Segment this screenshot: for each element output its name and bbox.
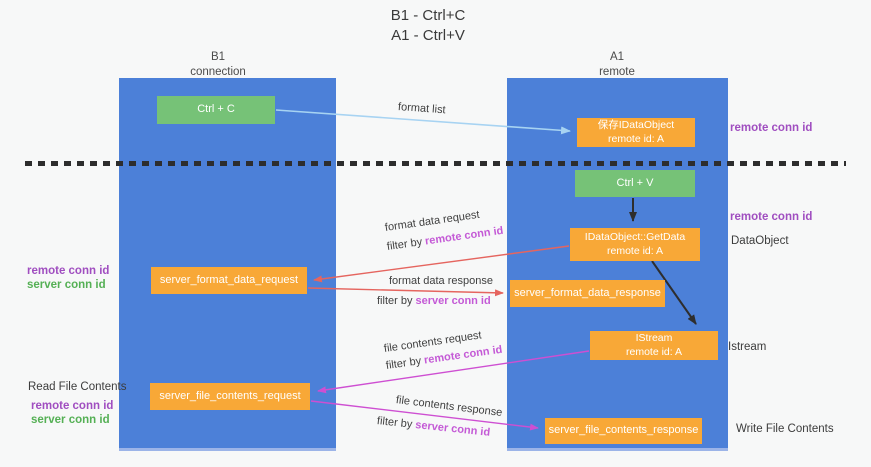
getdata-line2: remote id: A (606, 244, 664, 257)
format-data-response-arrow (307, 287, 504, 297)
server-format-data-request-label: server_format_data_request (159, 273, 299, 286)
ctrl-c-label: Ctrl + C (197, 103, 235, 116)
remote-conn-id-label-paste: remote conn id (730, 211, 813, 223)
server-format-data-response-box: server_format_data_response (510, 280, 665, 307)
remote-conn-id-label-format: remote conn id (27, 265, 110, 277)
server-file-contents-response-box: server_file_contents_response (545, 418, 702, 444)
filter-by-server-conn-id-format: filter by server conn id (377, 295, 491, 307)
remote-conn-id-highlight: remote conn id (424, 224, 505, 248)
filter-by-text: filter by (385, 354, 425, 372)
lifeline-header-a1: A1 remote (517, 50, 717, 80)
write-file-contents-label: Write File Contents (736, 423, 834, 435)
format-data-response-label: format data response (389, 275, 493, 287)
ctrl-v-label: Ctrl + V (616, 176, 654, 189)
server-format-data-request-box: server_format_data_request (151, 267, 307, 294)
remote-conn-id-label-top: remote conn id (730, 122, 813, 134)
lifeline-a1-subtitle: remote (599, 65, 635, 78)
server-conn-id-label-file: server conn id (31, 414, 110, 426)
filter-by-text: filter by (386, 235, 426, 253)
save-dataobject-box: 保存IDataObject remote id: A (577, 118, 695, 147)
diagram-title: B1 - Ctrl+C A1 - Ctrl+V (328, 6, 528, 47)
file-contents-response-label: file contents response (395, 394, 503, 419)
istream-side-label: Istream (728, 341, 767, 353)
ctrl-c-box: Ctrl + C (157, 96, 275, 124)
server-format-data-response-label: server_format_data_response (514, 286, 661, 299)
dataobject-label: DataObject (731, 235, 789, 247)
title-line-2: A1 - Ctrl+V (391, 27, 465, 45)
filter-by-text: filter by (377, 295, 416, 307)
istream-box: IStream remote id: A (590, 331, 718, 360)
copy-paste-phase-separator (25, 161, 846, 166)
server-conn-id-highlight: server conn id (415, 295, 491, 307)
lifeline-b1-subtitle: connection (190, 65, 246, 78)
istream-line2: remote id: A (625, 345, 683, 358)
server-file-contents-request-box: server_file_contents_request (150, 383, 310, 410)
lifeline-b1-title: B1 (210, 51, 226, 63)
format-list-label: format list (397, 101, 446, 117)
title-line-1: B1 - Ctrl+C (390, 7, 466, 24)
remote-conn-id-label-file: remote conn id (31, 400, 114, 412)
server-conn-id-label-format: server conn id (27, 279, 106, 291)
getdata-box: IDataObject::GetData remote id: A (570, 228, 700, 261)
server-conn-id-highlight: server conn id (414, 419, 491, 439)
lifeline-a1-title: A1 (609, 51, 625, 63)
save-dataobject-line1: 保存IDataObject (597, 119, 675, 132)
ctrl-v-box: Ctrl + V (575, 170, 695, 197)
istream-line1: IStream (635, 332, 673, 345)
lifeline-header-b1: B1 connection (118, 50, 318, 80)
save-dataobject-line2: remote id: A (607, 132, 665, 145)
filter-by-text: filter by (376, 415, 416, 431)
server-file-contents-response-label: server_file_contents_response (548, 424, 699, 437)
getdata-line1: IDataObject::GetData (584, 231, 686, 244)
read-file-contents-label: Read File Contents (28, 381, 127, 393)
filter-by-server-conn-id-file: filter by server conn id (376, 415, 490, 439)
server-file-contents-request-label: server_file_contents_request (159, 389, 301, 402)
